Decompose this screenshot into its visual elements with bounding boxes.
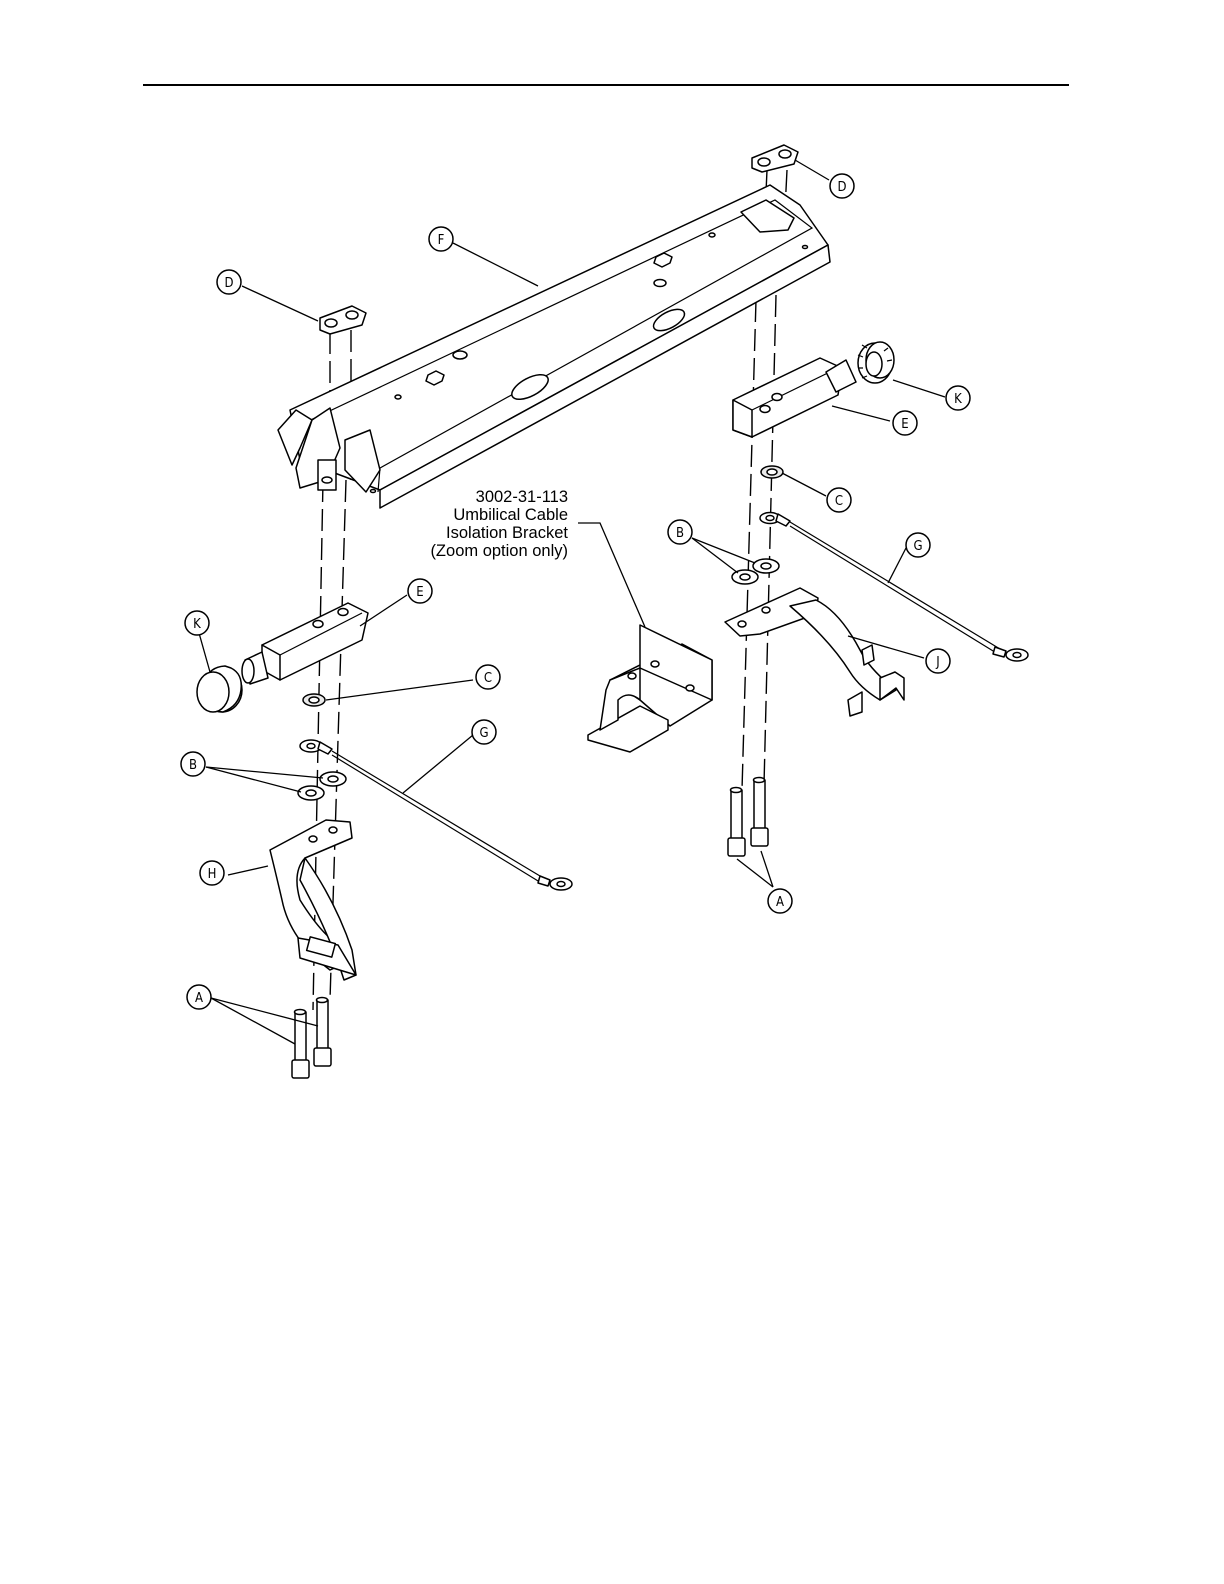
svg-text:C: C	[835, 494, 843, 509]
svg-text:J: J	[935, 655, 939, 670]
callout-b-left: B	[181, 752, 205, 776]
isolation-bracket-note: 3002-31-113 Umbilical Cable Isolation Br…	[430, 488, 568, 560]
main-rail-part-f	[278, 185, 830, 508]
note-line-1: Umbilical Cable	[453, 506, 568, 524]
callout-a-left: A	[187, 985, 211, 1009]
svg-text:H: H	[208, 867, 217, 882]
block-e-left	[242, 603, 368, 684]
spacer-plate-d-left	[320, 306, 366, 334]
svg-text:G: G	[479, 726, 488, 741]
spacer-plate-d-right	[752, 145, 798, 172]
callout-k-right: K	[946, 386, 970, 410]
callout-e-left: E	[408, 579, 432, 603]
note-part-number: 3002-31-113	[476, 488, 568, 506]
callout-f: F	[429, 227, 453, 251]
cap-screws-a-left	[292, 998, 331, 1079]
svg-text:A: A	[195, 991, 203, 1006]
svg-text:K: K	[954, 392, 962, 407]
bearing-k-right	[858, 342, 894, 383]
svg-text:C: C	[484, 671, 492, 686]
bearing-k-left	[197, 666, 242, 712]
svg-text:K: K	[193, 617, 201, 632]
callout-e-right: E	[893, 411, 917, 435]
svg-text:G: G	[913, 539, 922, 554]
callout-d-left: D	[217, 270, 241, 294]
note-line-3: (Zoom option only)	[430, 542, 568, 560]
umbilical-cable-isolation-bracket	[588, 625, 712, 752]
svg-text:F: F	[438, 233, 445, 248]
svg-text:B: B	[189, 758, 197, 773]
svg-text:A: A	[776, 895, 784, 910]
callout-a-right: A	[768, 889, 792, 913]
svg-text:E: E	[416, 585, 423, 600]
ground-cable-g-right	[760, 513, 1028, 662]
svg-text:B: B	[676, 526, 684, 541]
lock-washer-c-right	[761, 466, 783, 478]
callout-c-right: C	[827, 488, 851, 512]
callout-k-left: K	[185, 611, 209, 635]
callout-d-right: D	[830, 174, 854, 198]
bracket-j-right	[725, 588, 904, 716]
callout-h: H	[200, 861, 224, 885]
callout-g-right: G	[906, 533, 930, 557]
callout-g-left: G	[472, 720, 496, 744]
callout-b-right: B	[668, 520, 692, 544]
callout-c-left: C	[476, 665, 500, 689]
note-line-2: Isolation Bracket	[446, 524, 568, 542]
callout-j: J	[926, 649, 950, 673]
block-e-right	[733, 358, 856, 437]
bracket-h-left	[270, 820, 356, 980]
svg-text:D: D	[224, 276, 233, 291]
lock-washer-c-left	[303, 694, 325, 706]
flat-washers-b-right	[732, 559, 779, 584]
svg-text:E: E	[901, 417, 908, 432]
cap-screws-a-right	[728, 778, 768, 857]
svg-text:D: D	[837, 180, 846, 195]
ground-cable-g-left	[300, 740, 572, 890]
